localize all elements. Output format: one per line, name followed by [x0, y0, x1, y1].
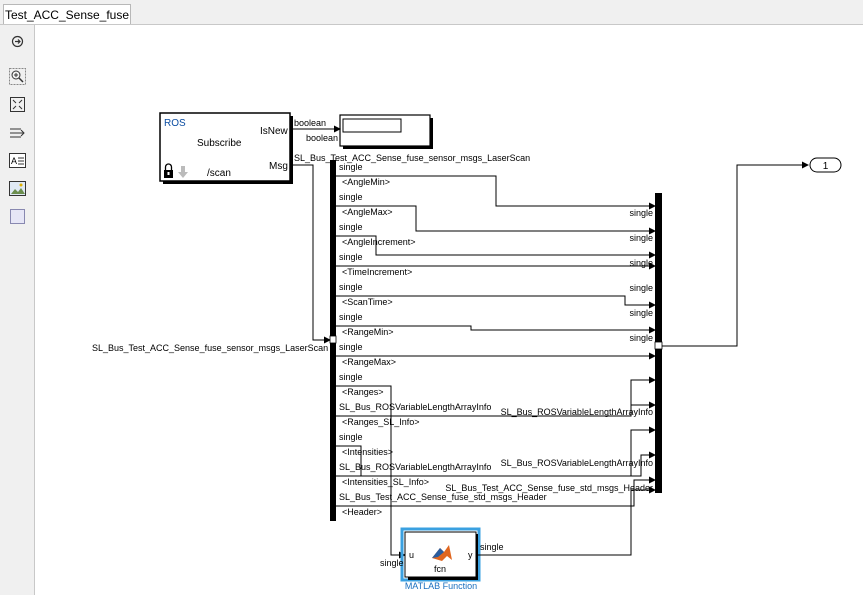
selector-field-label: <Intensities_SL_Info>: [342, 477, 429, 487]
creator-input-label: single: [629, 258, 653, 268]
matlab-input-port-label: u: [409, 550, 414, 560]
output-wire: [662, 161, 809, 347]
matlab-function-caption: MATLAB Function: [405, 581, 477, 591]
lock-icon: [164, 163, 173, 178]
selector-field-label: <ScanTime>: [342, 297, 393, 307]
matlab-output-wire: [476, 486, 656, 556]
bus-type-label-left: SL_Bus_Test_ACC_Sense_fuse_sensor_msgs_L…: [92, 343, 328, 353]
model-tab-bar: Test_ACC_Sense_fuse: [0, 0, 863, 25]
matlab-input-signal-label: single: [380, 558, 404, 568]
boolean-signal-label: boolean: [294, 118, 326, 128]
selector-field-label: <RangeMax>: [342, 357, 396, 367]
topic-label: /scan: [207, 168, 231, 179]
selector-type-label: SL_Bus_Test_ACC_Sense_fuse_std_msgs_Head…: [339, 492, 547, 502]
fit-view-icon[interactable]: [9, 96, 26, 113]
selector-type-label: single: [339, 282, 363, 292]
selector-field-label: <Intensities>: [342, 447, 393, 457]
selector-field-label: <RangeMin>: [342, 327, 394, 337]
selector-field-label: <Ranges>: [342, 387, 384, 397]
selector-labels: single <AngleMin> single <AngleMax> sing…: [339, 162, 547, 517]
matlab-output-port-label: y: [468, 550, 473, 560]
block-diagram: ROS Subscribe IsNew Msg /scan boolean bo…: [92, 112, 842, 591]
outport-number: 1: [823, 161, 829, 172]
selector-type-label: single: [339, 222, 363, 232]
ros-label: ROS: [164, 118, 186, 129]
matlab-output-signal-label: single: [480, 542, 504, 552]
creator-input-label: SL_Bus_Test_ACC_Sense_fuse_std_msgs_Head…: [445, 483, 653, 493]
fcn-label: fcn: [434, 564, 446, 574]
bus-type-label-top: SL_Bus_Test_ACC_Sense_fuse_sensor_msgs_L…: [294, 153, 530, 163]
display-block[interactable]: [339, 114, 433, 149]
navigate-icon[interactable]: [9, 33, 26, 50]
creator-input-label: single: [629, 283, 653, 293]
svg-text:A: A: [11, 156, 17, 166]
creator-input-label: SL_Bus_ROSVariableLengthArrayInfo: [501, 407, 653, 417]
selector-type-label: single: [339, 312, 363, 322]
creator-input-label: single: [629, 333, 653, 343]
selector-output-wires: [336, 175, 656, 559]
selector-type-label: single: [339, 162, 363, 172]
selector-field-label: <Ranges_SL_Info>: [342, 417, 420, 427]
isnew-port-label: IsNew: [260, 126, 289, 137]
selector-type-label: single: [339, 192, 363, 202]
selector-field-label: <TimeIncrement>: [342, 267, 412, 277]
outport-1[interactable]: 1: [809, 157, 842, 173]
msg-port-label: Msg: [269, 161, 288, 172]
selector-type-label: single: [339, 342, 363, 352]
selector-field-label: <Header>: [342, 507, 382, 517]
creator-input-label: single: [629, 308, 653, 318]
signal-routing-icon[interactable]: [9, 124, 26, 141]
boolean-port-label: boolean: [306, 133, 338, 143]
text-annotation-icon[interactable]: A: [9, 152, 26, 169]
selector-type-label: SL_Bus_ROSVariableLengthArrayInfo: [339, 402, 491, 412]
selector-field-label: <AngleMin>: [342, 177, 390, 187]
zoom-in-icon[interactable]: [9, 68, 26, 85]
creator-input-label: SL_Bus_ROSVariableLengthArrayInfo: [501, 458, 653, 468]
tab-test-acc-sense-fuse[interactable]: Test_ACC_Sense_fuse: [3, 4, 131, 24]
creator-input-label: single: [629, 233, 653, 243]
creator-input-label: single: [629, 208, 653, 218]
selector-field-label: <AngleIncrement>: [342, 237, 416, 247]
selector-type-label: SL_Bus_ROSVariableLengthArrayInfo: [339, 462, 491, 472]
selector-field-label: <AngleMax>: [342, 207, 393, 217]
matlab-logo-icon: [432, 545, 452, 561]
left-toolbar: A: [0, 25, 35, 595]
selector-type-label: single: [339, 252, 363, 262]
arrow-down-icon: [178, 166, 188, 178]
model-canvas[interactable]: ROS Subscribe IsNew Msg /scan boolean bo…: [35, 25, 863, 595]
ros-subscribe-block[interactable]: ROS Subscribe IsNew Msg /scan: [159, 112, 293, 184]
bus-creator-block[interactable]: [654, 193, 663, 493]
image-annotation-icon[interactable]: [9, 180, 26, 197]
bus-selector-block[interactable]: [329, 160, 337, 521]
selector-type-label: single: [339, 372, 363, 382]
creator-labels: single single single single single singl…: [445, 208, 653, 493]
subscribe-title: Subscribe: [197, 138, 242, 149]
area-icon[interactable]: [9, 208, 26, 225]
selector-type-label: single: [339, 432, 363, 442]
matlab-function-block[interactable]: u y fcn: [400, 527, 481, 582]
